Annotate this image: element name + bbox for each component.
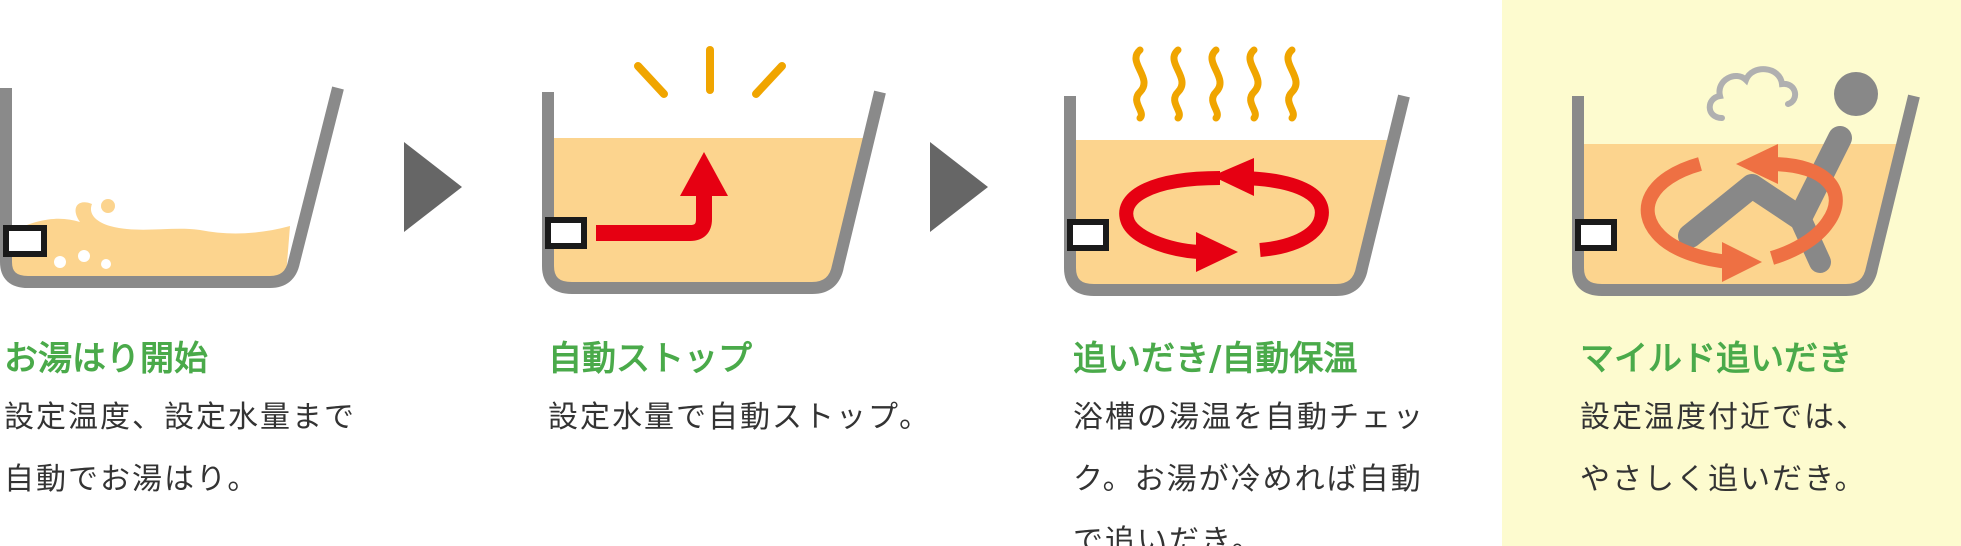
step-3-description: 浴槽の湯温を自動チェッ ク。お湯が冷めれば自動 で追いだき。 <box>1073 387 1425 546</box>
step-1-title: お湯はり開始 <box>4 339 208 379</box>
step-1-description: 設定温度、設定水量まで 自動でお湯はり。 <box>4 387 356 511</box>
step-4-desc-line: 設定温度付近では、 <box>1580 400 1868 435</box>
tub-filling-illustration <box>0 86 344 288</box>
step-3-desc-line: で追いだき。 <box>1073 524 1264 546</box>
cloud-icon <box>1706 66 1799 121</box>
step-2: 自動ストップ 設定水量で自動ストップ。 <box>548 335 931 449</box>
tub-outlet-icon <box>545 217 587 249</box>
tub-outlet-icon <box>1067 219 1109 251</box>
red-up-arrow-head <box>680 152 728 196</box>
bubble <box>54 256 66 268</box>
steam-icon <box>1132 46 1300 122</box>
splash-drop <box>101 199 115 213</box>
step-2-title: 自動ストップ <box>548 339 752 379</box>
tub-outline <box>0 86 344 288</box>
step-2-description: 設定水量で自動ストップ。 <box>548 387 931 449</box>
step-1-desc-line: 設定温度、設定水量まで <box>4 400 356 435</box>
splash-water <box>10 202 290 276</box>
tub-outlet-icon <box>3 225 47 257</box>
tub-outline <box>1064 94 1410 296</box>
bubble <box>101 259 111 269</box>
step-2-desc-line: 設定水量で自動ストップ。 <box>548 400 932 435</box>
alert-ray-right <box>752 62 786 98</box>
step-3-desc-line: 浴槽の湯温を自動チェッ <box>1073 400 1425 435</box>
tub-water <box>1072 140 1396 288</box>
step-3-desc-line: ク。お湯が冷めれば自動 <box>1073 462 1423 497</box>
flow-arrow-2-icon <box>930 142 988 232</box>
step-4-description: 設定温度付近では、 やさしく追いだき。 <box>1580 387 1868 511</box>
tub-mild-reheat-illustration <box>1572 66 1920 296</box>
tub-outline <box>1572 94 1920 296</box>
tub-autostop-illustration <box>542 46 886 294</box>
red-up-arrow-icon <box>596 192 712 241</box>
step-1-desc-line: 自動でお湯はり。 <box>4 462 260 497</box>
flow-arrow-1-icon <box>404 142 462 232</box>
tub-reheat-illustration <box>1064 46 1410 296</box>
alert-ray-left <box>634 62 668 98</box>
circulation-arrows-icon <box>1119 158 1329 272</box>
tub-outline <box>542 90 886 294</box>
step-4-title: マイルド追いだき <box>1580 339 1852 379</box>
step-4: マイルド追いだき 設定温度付近では、 やさしく追いだき。 <box>1580 335 1868 511</box>
step-3-title: 追いだき/自動保温 <box>1073 339 1358 379</box>
person-head-icon <box>1834 72 1878 116</box>
bubble <box>78 250 90 262</box>
mild-circulation-arrows-icon <box>1640 144 1843 282</box>
step-3: 追いだき/自動保温 浴槽の湯温を自動チェッ ク。お湯が冷めれば自動 で追いだき。 <box>1073 335 1425 546</box>
step-4-desc-line: やさしく追いだき。 <box>1580 462 1867 497</box>
tub-outlet-icon <box>1575 219 1617 251</box>
step-1: お湯はり開始 設定温度、設定水量まで 自動でお湯はり。 <box>4 335 356 511</box>
